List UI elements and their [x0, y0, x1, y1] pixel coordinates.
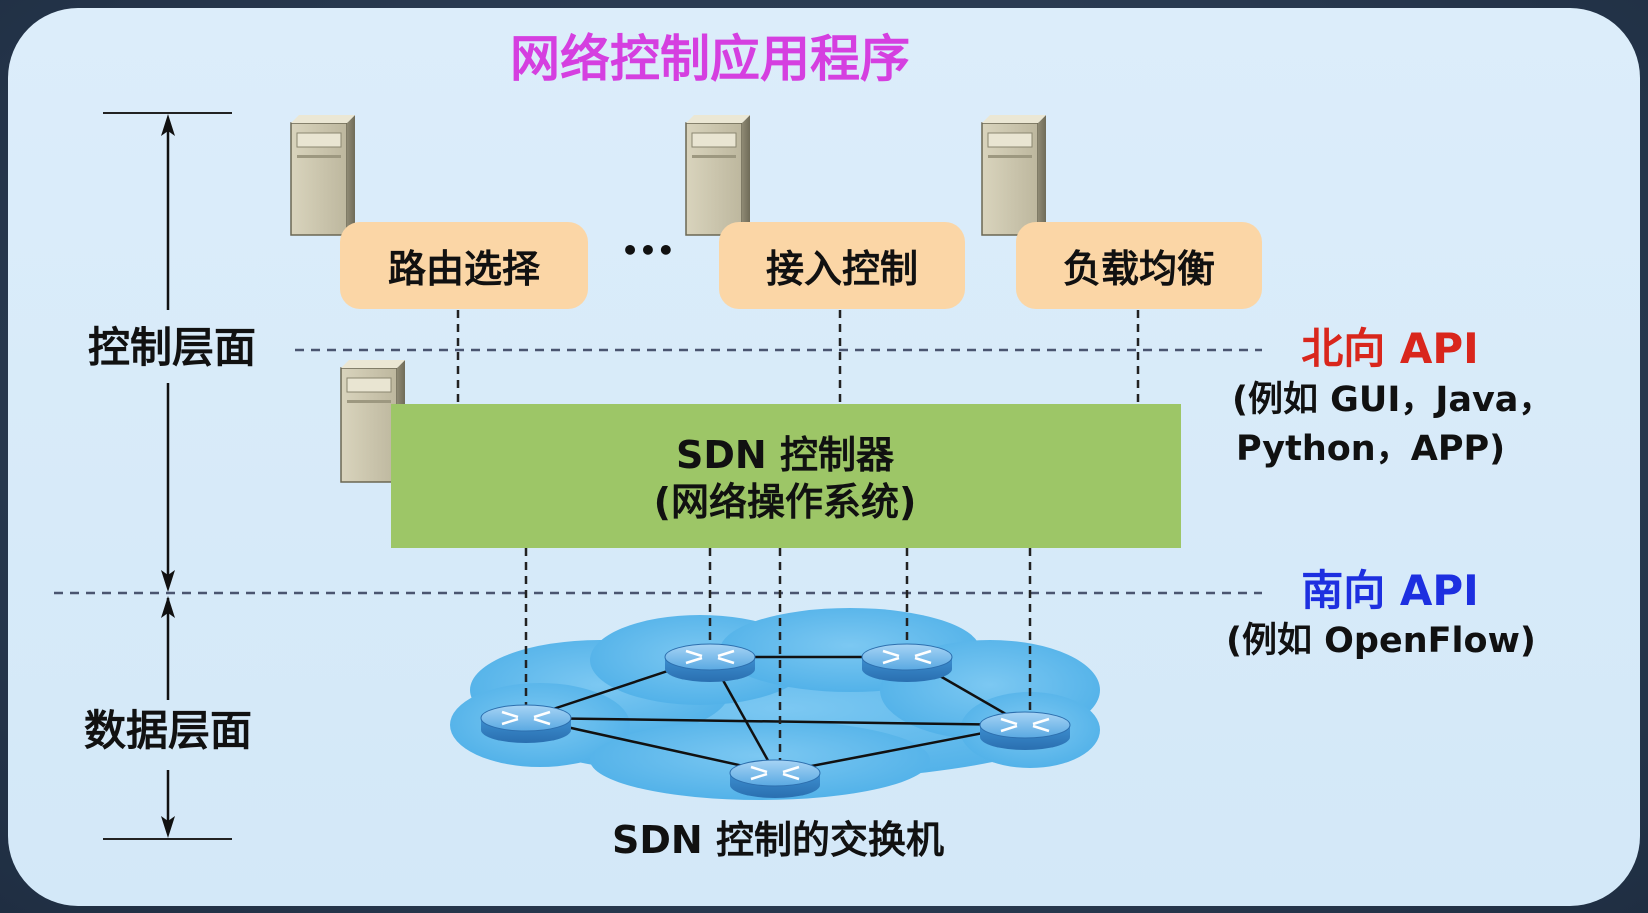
app-label-routing: 路由选择 [388, 247, 541, 291]
router-icon[interactable] [480, 704, 572, 743]
router-icon[interactable] [979, 711, 1071, 750]
server-icon [981, 115, 1046, 236]
arrow-icon [161, 570, 175, 592]
layer-bracket [103, 112, 232, 840]
sdn-controller-box[interactable]: SDN 控制器 (网络操作系统) [391, 404, 1181, 548]
southbound-api-example: (例如 OpenFlow) [1226, 621, 1536, 661]
southbound-api-title: 南向 API [1301, 566, 1479, 615]
app-box-routing[interactable]: 路由选择 [340, 222, 588, 309]
router-icon[interactable] [861, 643, 953, 682]
ellipsis: ••• [621, 234, 675, 267]
app-box-load-balancing[interactable]: 负载均衡 [1016, 222, 1262, 309]
northbound-api-example-line1: (例如 GUI，Java， [1232, 380, 1553, 420]
server-icon [685, 115, 750, 236]
router-icon[interactable] [664, 643, 756, 682]
app-label-load-balancing: 负载均衡 [1063, 247, 1215, 291]
switches-label: SDN 控制的交换机 [612, 818, 944, 862]
arrow-icon [161, 816, 175, 838]
control-layer-label: 控制层面 [88, 323, 256, 372]
app-box-access-control[interactable]: 接入控制 [719, 222, 965, 309]
switch-connectors [524, 548, 1032, 766]
arrow-icon [161, 596, 175, 618]
slide-panel: 网络控制应用程序 控制层面 数据层面 [8, 8, 1640, 906]
controller-label-line2: (网络操作系统) [654, 480, 917, 524]
server-icon [290, 115, 355, 236]
northbound-api-example-line2: Python，APP) [1236, 429, 1505, 469]
app-connectors [456, 310, 1140, 404]
data-layer-label: 数据层面 [84, 706, 252, 755]
northbound-api-title: 北向 API [1301, 324, 1479, 373]
sdn-architecture-diagram: 网络控制应用程序 控制层面 数据层面 [54, 30, 1553, 862]
app-label-access-control: 接入控制 [766, 247, 918, 291]
router-icon[interactable] [729, 759, 821, 798]
diagram-title: 网络控制应用程序 [510, 30, 910, 88]
controller-label-line1: SDN 控制器 [676, 433, 895, 477]
arrow-icon [161, 114, 175, 136]
